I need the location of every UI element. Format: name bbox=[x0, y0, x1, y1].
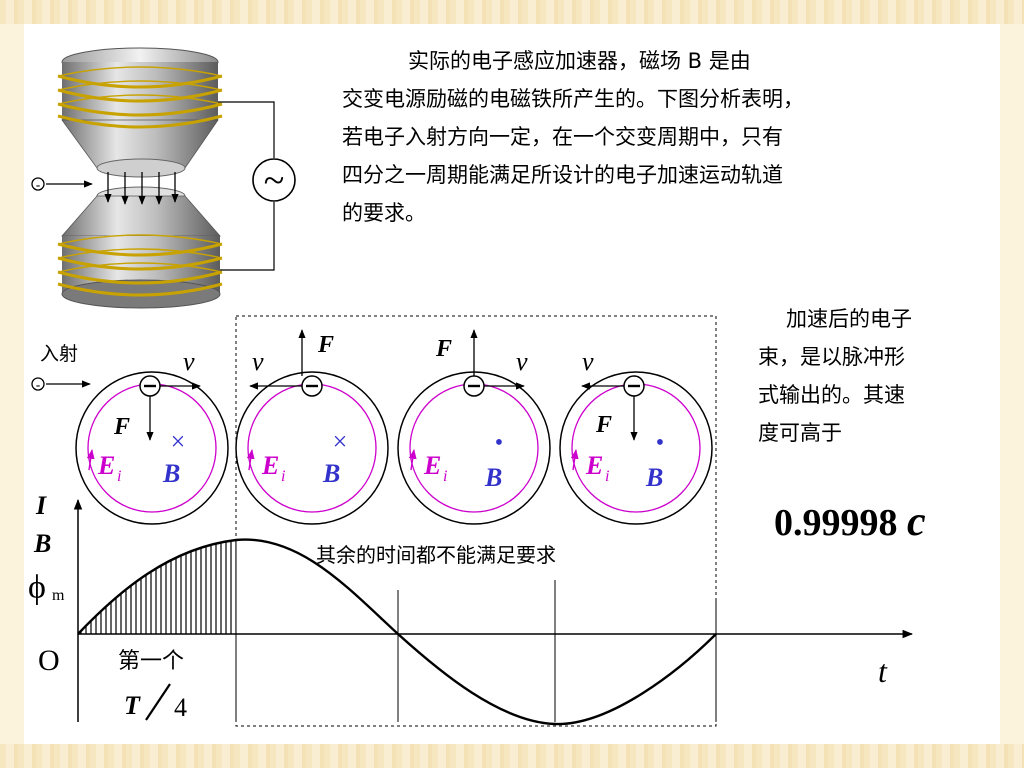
y-label-I: I bbox=[35, 491, 47, 520]
speed-unit: c bbox=[907, 499, 926, 545]
orbit-panel-1: v F × B E i bbox=[75, 347, 229, 525]
side-line: 束，是以脉冲形 bbox=[758, 345, 905, 369]
svg-text:-: - bbox=[36, 377, 40, 392]
orbit-panel-4: v F • B E i bbox=[559, 347, 713, 525]
svg-text:E: E bbox=[97, 451, 115, 480]
svg-text:F: F bbox=[595, 412, 612, 438]
svg-text:-: - bbox=[36, 177, 40, 192]
svg-text:i: i bbox=[117, 468, 121, 485]
intro-paragraph: 实际的电子感应加速器，磁场 B 是由 交变电源励磁的电磁铁所产生的。下图分析表明… bbox=[342, 42, 972, 232]
x-label-t: t bbox=[878, 653, 888, 689]
speed-number: 0.99998 bbox=[774, 502, 898, 544]
svg-text:F: F bbox=[113, 414, 130, 440]
field-out-of-page: • bbox=[495, 430, 503, 456]
orbit-panel-3: v F • B E i bbox=[397, 329, 551, 525]
origin-label: O bbox=[38, 644, 60, 677]
intro-line: 的要求。 bbox=[342, 201, 426, 225]
svg-text:E: E bbox=[585, 451, 603, 480]
waveform-curve bbox=[77, 538, 717, 726]
electromagnet: - ~ bbox=[31, 47, 296, 309]
side-paragraph: 加速后的电子 束，是以脉冲形 式输出的。其速 度可高于 bbox=[758, 300, 968, 452]
intro-line: 实际的电子感应加速器，磁场 B 是由 bbox=[408, 49, 751, 73]
y-label-phi: ϕ bbox=[28, 569, 46, 606]
field-out-of-page: • bbox=[656, 430, 664, 456]
incident-electron-top: - bbox=[31, 177, 93, 192]
svg-text:i: i bbox=[605, 468, 609, 485]
svg-text:i: i bbox=[443, 468, 447, 485]
first-quarter-hatch bbox=[78, 540, 236, 634]
bottom-border bbox=[0, 744, 1024, 768]
svg-text:i: i bbox=[281, 468, 285, 485]
svg-text:v: v bbox=[183, 347, 195, 376]
waveform-graph: I B ϕ m O t 第一个 T 4 其余的时间都不能满足要求 bbox=[28, 491, 914, 726]
svg-text:v: v bbox=[252, 347, 264, 376]
top-border bbox=[0, 0, 1024, 24]
field-into-page: × bbox=[171, 427, 186, 456]
side-line: 度可高于 bbox=[758, 421, 842, 445]
lower-coils bbox=[57, 234, 223, 297]
intro-line: 若电子入射方向一定，在一个交变周期中，只有 bbox=[342, 125, 783, 149]
svg-text:~: ~ bbox=[264, 160, 285, 202]
svg-text:F: F bbox=[435, 336, 452, 362]
svg-text:B: B bbox=[645, 463, 663, 492]
dashed-frame bbox=[235, 315, 717, 727]
speed-value: 0.99998 c bbox=[774, 498, 926, 546]
ac-source: ~ bbox=[252, 158, 296, 202]
svg-text:m: m bbox=[52, 587, 65, 604]
rest-note: 其余的时间都不能满足要求 bbox=[316, 543, 556, 567]
intro-line: 四分之一周期能满足所设计的电子加速运动轨道 bbox=[342, 163, 783, 187]
svg-text:B: B bbox=[322, 459, 340, 488]
side-line: 加速后的电子 bbox=[786, 307, 912, 331]
svg-text:v: v bbox=[582, 347, 594, 376]
svg-text:F: F bbox=[317, 332, 334, 358]
upper-coils bbox=[57, 66, 223, 129]
y-label-B: B bbox=[33, 529, 51, 558]
fraction-slash bbox=[145, 683, 171, 721]
orbit-panels: 入射 - v F × B E i bbox=[31, 315, 717, 727]
svg-text:E: E bbox=[261, 451, 279, 480]
svg-text:B: B bbox=[484, 463, 502, 492]
svg-text:T: T bbox=[124, 691, 141, 720]
incident-electron-orbit: - bbox=[31, 377, 91, 392]
svg-text:B: B bbox=[162, 459, 180, 488]
field-into-page: × bbox=[333, 427, 348, 456]
intro-line: 交变电源励磁的电磁铁所产生的。下图分析表明， bbox=[342, 87, 804, 111]
svg-text:E: E bbox=[423, 451, 441, 480]
orbit-panel-2: v F × B E i bbox=[235, 329, 389, 525]
svg-text:v: v bbox=[516, 347, 528, 376]
incident-label: 入射 bbox=[40, 343, 78, 365]
field-lines bbox=[104, 172, 179, 205]
first-quarter-label: 第一个 bbox=[118, 649, 184, 674]
ac-circuit bbox=[218, 101, 275, 271]
side-line: 式输出的。其速 bbox=[758, 383, 905, 407]
svg-text:4: 4 bbox=[174, 693, 187, 722]
